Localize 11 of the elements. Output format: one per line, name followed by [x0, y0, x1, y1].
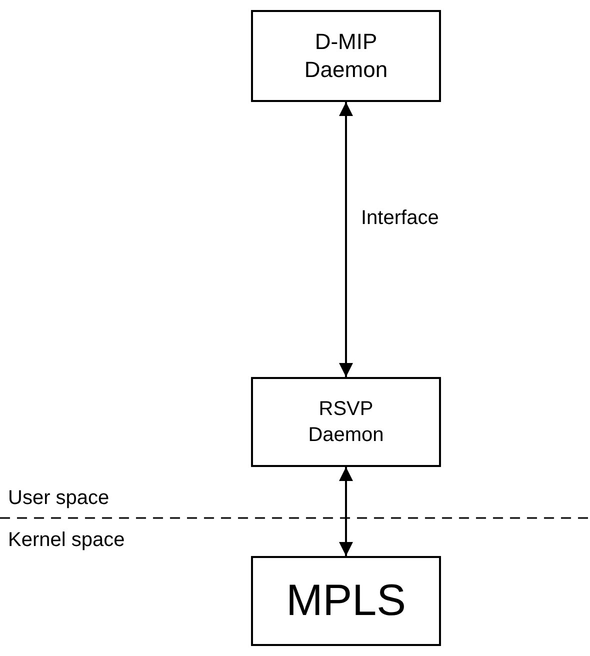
- box-label: RSVP Daemon: [307, 397, 385, 448]
- region-label: User space: [8, 488, 110, 508]
- box-label: D-MIP Daemon: [303, 28, 389, 84]
- double-arrow: [339, 467, 353, 556]
- edge-label: Interface: [361, 208, 439, 228]
- box-label: MPLS: [285, 575, 407, 627]
- process-box: [251, 377, 441, 467]
- region-label: Kernel space: [8, 530, 125, 550]
- double-arrow: [339, 102, 353, 377]
- process-box: [251, 10, 441, 102]
- process-box: [251, 556, 441, 646]
